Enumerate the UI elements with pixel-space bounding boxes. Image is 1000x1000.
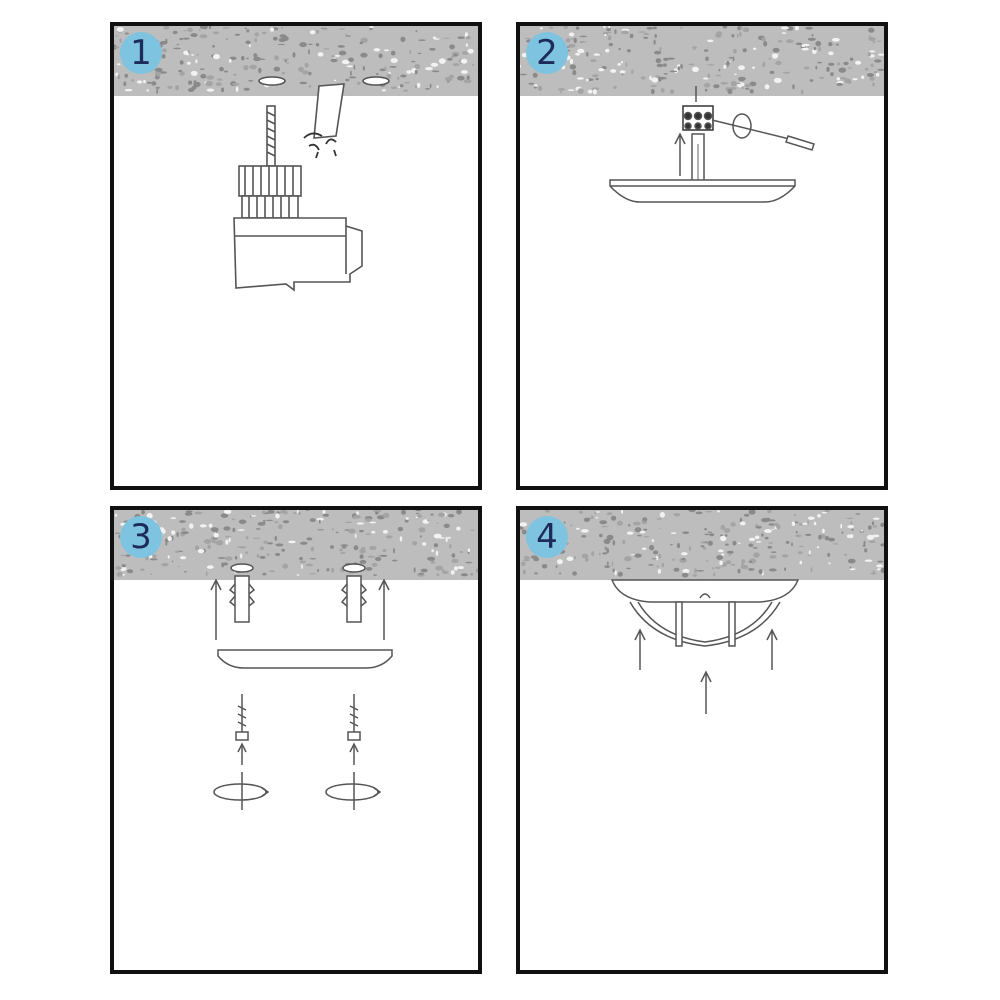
- ceiling-concrete: [520, 510, 884, 580]
- step-3-panel: 3: [110, 506, 482, 974]
- concrete-texture: [520, 510, 884, 578]
- step-number-badge: 1: [120, 32, 162, 74]
- step-1-panel: 1: [110, 22, 482, 490]
- lamp-fixture-icon: [610, 579, 800, 714]
- wiring-icon: [609, 86, 815, 203]
- mounting-screws-icon: [210, 563, 393, 810]
- step-2-panel: 2: [516, 22, 888, 490]
- step-number-badge: 2: [526, 32, 568, 74]
- drill-icon: [233, 76, 390, 292]
- step-number-badge: 4: [526, 516, 568, 558]
- ceiling-concrete: [114, 510, 478, 580]
- step-number-badge: 3: [120, 516, 162, 558]
- step-4-panel: 4: [516, 506, 888, 974]
